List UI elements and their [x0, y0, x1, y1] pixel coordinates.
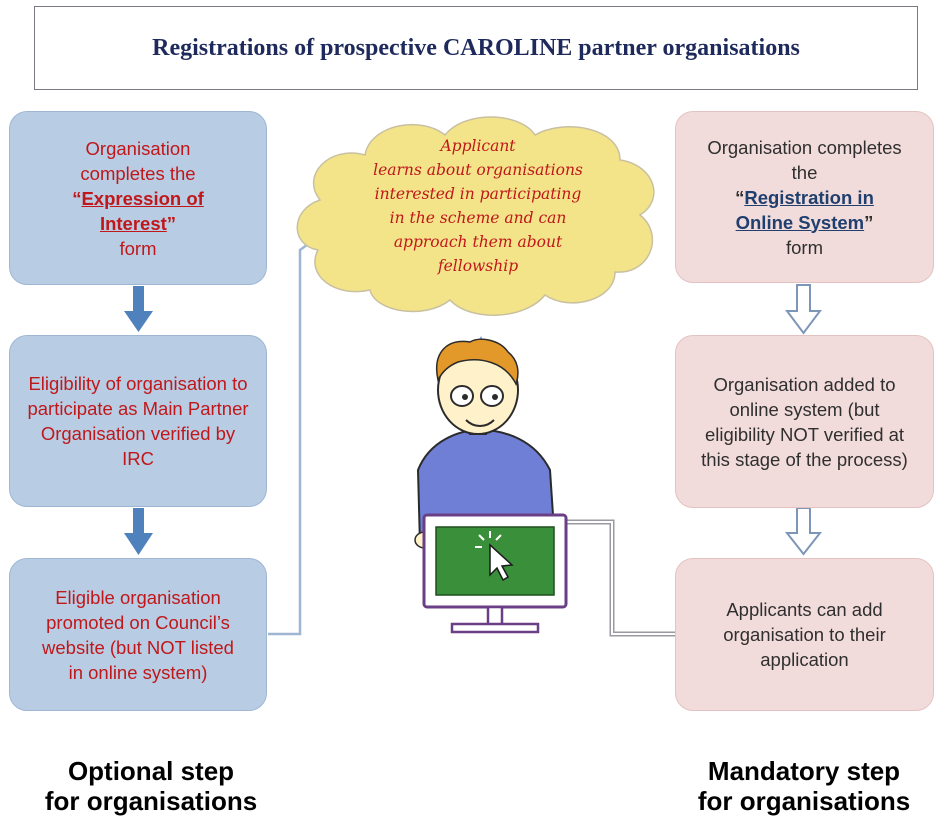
cursor-click-icon [475, 531, 514, 582]
box-text: Eligible organisation promoted on Counci… [42, 586, 234, 683]
label-line: Mandatory step [707, 756, 901, 786]
arrow-down-hollow-2 [784, 507, 823, 556]
label-line: for organisations [697, 786, 911, 816]
arrow-down-hollow-1 [785, 284, 822, 335]
form-name: Registration in Online System [735, 186, 874, 233]
cloud-line: interested in participating [374, 185, 582, 203]
label-line: for organisations [44, 786, 258, 816]
optional-step-label: Optional step for organisations [6, 756, 296, 816]
quote-close: ” [166, 212, 177, 234]
applicants-add-organisation-box: Applicants can add organisation to their… [675, 558, 934, 711]
registration-online-system-box: Organisation completes the “Registration… [675, 111, 934, 283]
diagram-title-box: Registrations of prospective CAROLINE pa… [34, 6, 918, 90]
quote-close: ” [864, 211, 874, 233]
quote-open: “ [735, 186, 745, 208]
box-text: Organisation completes the [707, 136, 902, 183]
box-text: form [119, 237, 157, 259]
expression-of-interest-box: Organisation completes the “Expression o… [9, 111, 267, 285]
box-text: form [786, 236, 823, 258]
connector-monitor-to-right-box [566, 519, 675, 637]
cloud-line: fellowship [437, 257, 519, 275]
cloud-line: approach them about [393, 233, 563, 251]
connector-left-to-cloud [268, 226, 331, 636]
thought-cloud [296, 116, 655, 316]
mandatory-step-label: Mandatory step for organisations [662, 756, 946, 816]
form-name: Expression of Interest [81, 187, 204, 234]
cloud-line: in the scheme and can [389, 209, 567, 227]
box-text: Organisation completes the [80, 137, 196, 184]
diagram-title: Registrations of prospective CAROLINE pa… [152, 34, 800, 61]
promoted-on-website-box: Eligible organisation promoted on Counci… [9, 558, 267, 711]
cloud-text: Applicant learns about organisations int… [328, 134, 628, 278]
cloud-line: Applicant [440, 137, 516, 155]
computer-monitor-icon [422, 513, 568, 634]
arrow-down-blue-1 [124, 286, 153, 332]
eligibility-verified-box: Eligibility of organisation to participa… [9, 335, 267, 507]
label-line: Optional step [67, 756, 235, 786]
cloud-line: learns about organisations [373, 161, 583, 179]
box-text: Eligibility of organisation to participa… [27, 373, 249, 469]
arrow-down-blue-2 [124, 508, 153, 555]
quote-open: “ [72, 187, 82, 209]
box-text: Organisation added to online system (but… [701, 373, 908, 470]
box-text: Applicants can add organisation to their… [723, 599, 886, 670]
added-to-online-system-box: Organisation added to online system (but… [675, 335, 934, 508]
